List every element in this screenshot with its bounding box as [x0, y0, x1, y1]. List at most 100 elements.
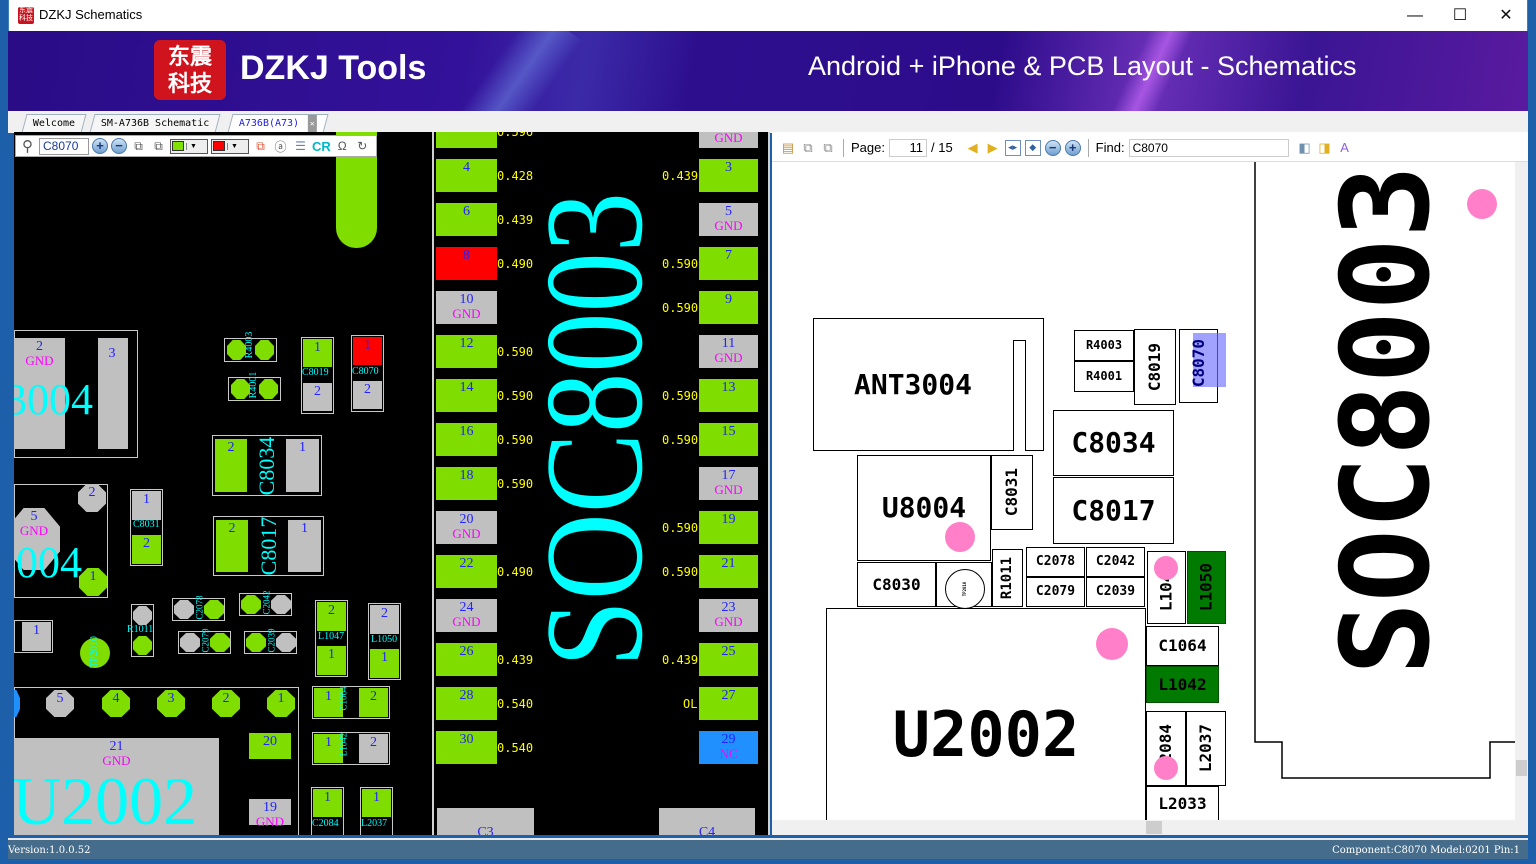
pcb-c8017[interactable] — [1053, 477, 1174, 544]
pad[interactable]: 20 — [249, 733, 291, 759]
connector-pin[interactable]: 21 — [699, 555, 758, 588]
connector-pin[interactable]: 3 — [699, 159, 758, 192]
pcb-l1050[interactable] — [1187, 551, 1226, 624]
pad[interactable]: 1 — [288, 520, 321, 572]
pad[interactable] — [241, 595, 261, 614]
connector-pin[interactable]: 4 — [436, 159, 497, 192]
pad[interactable] — [255, 340, 274, 360]
pcb-r4001[interactable] — [1074, 361, 1134, 392]
close-button[interactable]: ✕ — [1499, 7, 1513, 24]
pad[interactable]: 1 — [286, 439, 319, 492]
connector-pin[interactable]: 18 — [436, 467, 497, 500]
connector-pin-view[interactable]: 20.59640.42860.43980.49010GND120.590140.… — [432, 132, 770, 835]
pcb-ant3004[interactable] — [813, 318, 1044, 451]
connector-pin[interactable]: 6 — [436, 203, 497, 236]
tab-schematic[interactable]: SM-A736B Schematic — [89, 114, 221, 133]
text-a-icon[interactable]: ⓐ — [274, 139, 287, 154]
pad[interactable]: 2 — [317, 602, 346, 631]
scrollbar-thumb[interactable] — [1516, 760, 1527, 776]
scrollbar-thumb[interactable] — [1146, 821, 1162, 834]
pcb-c1064[interactable] — [1146, 626, 1219, 666]
connector-pin[interactable]: 22 — [436, 555, 497, 588]
omega-icon[interactable]: Ω — [337, 139, 347, 153]
layers-icon[interactable]: ⧉ — [256, 138, 265, 153]
vertical-scrollbar[interactable] — [1515, 162, 1528, 820]
pcb-tp2010[interactable] — [945, 569, 985, 609]
component-l1047[interactable] — [315, 600, 348, 677]
component-c2084[interactable] — [311, 787, 344, 835]
pad[interactable]: 2 — [215, 439, 247, 492]
component-l2037[interactable] — [360, 787, 393, 835]
component-c2039[interactable] — [244, 631, 297, 654]
pad[interactable] — [133, 606, 152, 625]
rotate-left-icon[interactable]: ⧉ — [823, 139, 833, 155]
pad[interactable] — [259, 379, 278, 399]
connector-pin[interactable]: 15 — [699, 423, 758, 456]
pcb-c8031[interactable] — [991, 455, 1033, 530]
connector-pin[interactable]: 30 — [436, 731, 497, 764]
component-c2078[interactable] — [172, 598, 225, 621]
connector-pin[interactable]: 7 — [699, 247, 758, 280]
pcb-c2079[interactable] — [1026, 577, 1085, 607]
pad[interactable] — [210, 633, 230, 652]
pcb-l2033[interactable] — [1146, 786, 1219, 826]
minimize-button[interactable]: — — [1407, 7, 1423, 24]
pad[interactable]: 1 — [314, 688, 343, 717]
pad[interactable]: 1 — [317, 646, 346, 675]
pad[interactable] — [98, 338, 128, 449]
connector-pin[interactable]: 28 — [436, 687, 497, 720]
pad[interactable] — [204, 600, 224, 619]
pad[interactable]: 1 — [353, 337, 382, 365]
testpoint-tp2010[interactable] — [80, 638, 110, 668]
pad[interactable]: 1 — [22, 622, 51, 651]
find-next-icon[interactable]: ◨ — [1318, 139, 1331, 155]
find-input[interactable]: C8070 — [1128, 138, 1289, 157]
pad[interactable]: 2 — [216, 520, 248, 572]
pad[interactable] — [231, 379, 250, 399]
document-icon[interactable]: ▤ — [781, 139, 795, 155]
zoom-in-icon[interactable]: + — [92, 138, 108, 154]
cr-button[interactable]: CR — [312, 138, 331, 154]
pcb-r1011[interactable] — [992, 549, 1023, 607]
pad[interactable]: 2 — [359, 734, 388, 763]
connector-pin[interactable]: 13 — [699, 379, 758, 412]
pad[interactable]: 5 — [46, 690, 74, 717]
fit-width-icon[interactable]: ◂▸ — [1004, 139, 1021, 156]
pcb-c2039[interactable] — [1086, 577, 1145, 607]
connector-pin[interactable]: 19 — [699, 511, 758, 544]
component-c8031[interactable] — [130, 489, 163, 566]
component-c8034[interactable] — [212, 435, 322, 496]
search-icon[interactable]: ⚲ — [22, 138, 33, 155]
connector-pin[interactable]: 2 — [436, 132, 497, 148]
pad[interactable] — [271, 595, 291, 614]
pad[interactable]: 1 — [314, 734, 343, 763]
pad[interactable]: 2 — [78, 484, 106, 512]
component-c8017[interactable] — [213, 516, 324, 576]
connector-pin[interactable]: 26 — [436, 643, 497, 676]
pcb-ant-slot[interactable] — [1013, 340, 1026, 451]
pad[interactable] — [14, 690, 20, 717]
pad[interactable] — [276, 633, 296, 652]
rotate-right-icon[interactable]: ⧉ — [134, 138, 143, 153]
pad[interactable]: 1 — [267, 690, 295, 717]
pad[interactable]: 1 — [362, 789, 391, 817]
tab-close-icon[interactable]: ✕ — [308, 115, 317, 133]
connector-pin[interactable]: 12 — [436, 335, 497, 368]
rotate-right-icon[interactable]: ⧉ — [803, 139, 813, 155]
pad[interactable] — [174, 600, 194, 619]
component-r4001[interactable] — [228, 377, 281, 401]
fit-page-icon[interactable]: ◆ — [1024, 139, 1041, 156]
pad[interactable]: 1 — [313, 789, 342, 817]
bitmap-board-view[interactable]: 2GND300435GND218004R4003R40011C801921C80… — [14, 132, 432, 835]
pad[interactable]: 2 — [359, 688, 388, 717]
component-r1011[interactable] — [131, 604, 154, 657]
